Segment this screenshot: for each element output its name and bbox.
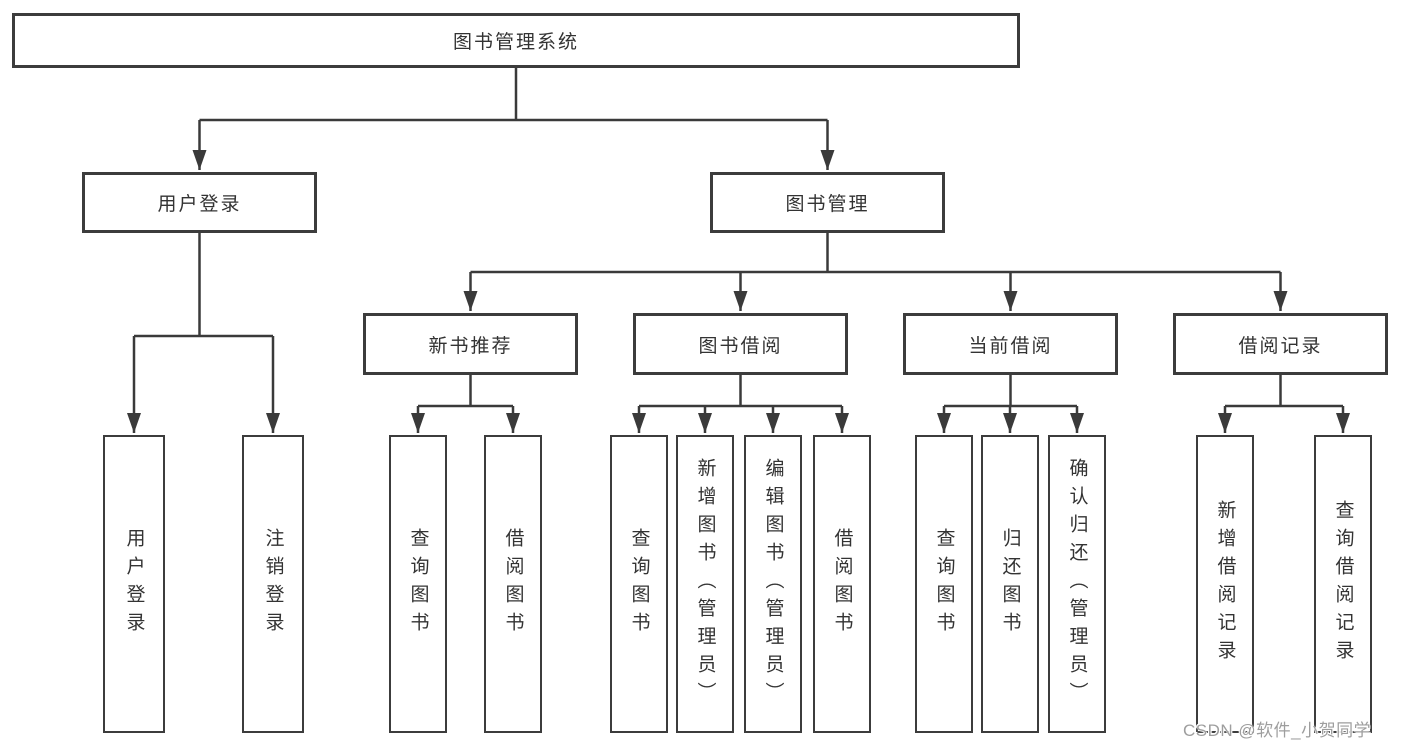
node-leaf-borrow-borrow: 借阅图书	[813, 435, 871, 733]
node-new-book-recommend-label: 新书推荐	[428, 335, 513, 357]
node-leaf-newbooks-query-label: 查询图书	[407, 528, 429, 640]
node-book-borrow: 图书借阅	[633, 313, 848, 375]
node-leaf-logout: 注销登录	[242, 435, 304, 733]
node-leaf-borrow-add-admin: 新增图书（管理员）	[676, 435, 734, 733]
node-leaf-current-query: 查询图书	[915, 435, 973, 733]
node-leaf-newbooks-borrow: 借阅图书	[484, 435, 542, 733]
node-leaf-current-return-label: 归还图书	[999, 528, 1021, 640]
node-user-login: 用户登录	[82, 172, 317, 233]
node-leaf-current-confirm-admin-label: 确认归还（管理员）	[1066, 458, 1088, 710]
node-leaf-logout-label: 注销登录	[262, 528, 284, 640]
node-leaf-current-return: 归还图书	[981, 435, 1039, 733]
node-borrow-records: 借阅记录	[1173, 313, 1388, 375]
node-leaf-records-add: 新增借阅记录	[1196, 435, 1254, 733]
node-new-book-recommend: 新书推荐	[363, 313, 578, 375]
node-current-borrow-label: 当前借阅	[968, 335, 1053, 357]
node-leaf-borrow-borrow-label: 借阅图书	[831, 528, 853, 640]
node-leaf-current-query-label: 查询图书	[933, 528, 955, 640]
node-book-management-label: 图书管理	[785, 194, 870, 215]
node-user-login-label: 用户登录	[157, 194, 242, 215]
node-leaf-borrow-add-admin-label: 新增图书（管理员）	[694, 458, 716, 710]
node-leaf-current-confirm-admin: 确认归还（管理员）	[1048, 435, 1106, 733]
node-leaf-records-query-label: 查询借阅记录	[1332, 500, 1354, 668]
node-leaf-borrow-query-label: 查询图书	[628, 528, 650, 640]
csdn-watermark: CSDN @软件_小贺同学	[1183, 721, 1372, 740]
node-book-borrow-label: 图书借阅	[698, 335, 783, 357]
node-borrow-records-label: 借阅记录	[1238, 335, 1323, 357]
node-leaf-borrow-edit-admin-label: 编辑图书（管理员）	[762, 458, 784, 710]
node-leaf-borrow-query: 查询图书	[610, 435, 668, 733]
node-leaf-user-login: 用户登录	[103, 435, 165, 733]
node-leaf-records-query: 查询借阅记录	[1314, 435, 1372, 733]
node-root-label: 图书管理系统	[452, 32, 579, 53]
node-root: 图书管理系统	[12, 13, 1020, 68]
node-leaf-records-add-label: 新增借阅记录	[1214, 500, 1236, 668]
node-leaf-user-login-label: 用户登录	[123, 528, 145, 640]
node-current-borrow: 当前借阅	[903, 313, 1118, 375]
node-leaf-newbooks-borrow-label: 借阅图书	[502, 528, 524, 640]
node-leaf-borrow-edit-admin: 编辑图书（管理员）	[744, 435, 802, 733]
node-leaf-newbooks-query: 查询图书	[389, 435, 447, 733]
node-book-management: 图书管理	[710, 172, 945, 233]
